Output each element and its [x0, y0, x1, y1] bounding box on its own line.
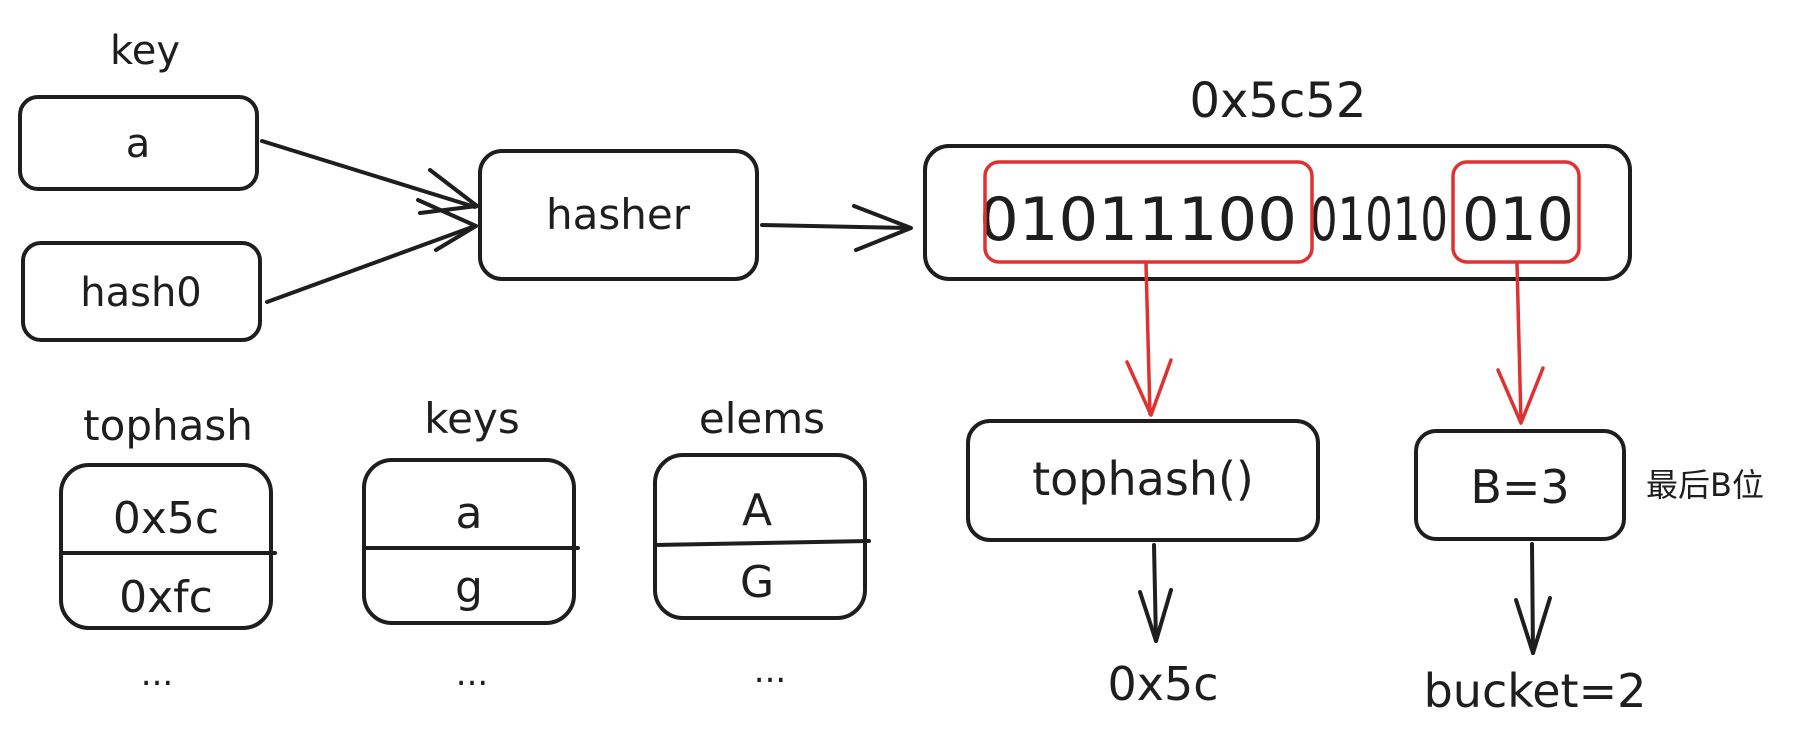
- keys-row-2: g: [455, 562, 483, 613]
- tophash-row-2: 0xfc: [119, 572, 213, 623]
- elems-column-box: [653, 453, 867, 620]
- hash-value-label: 0x5c52: [1190, 73, 1367, 129]
- elems-row-divider: [653, 539, 871, 547]
- low-bits-to-bucket-select-arrow: [1496, 262, 1545, 425]
- bucket-select-box: [1414, 429, 1626, 541]
- tophash-more: ...: [141, 654, 173, 694]
- seed-box: [21, 241, 262, 342]
- high-bits-highlight: [983, 160, 1314, 264]
- key-box: [18, 95, 259, 191]
- hasher-box: [478, 149, 759, 281]
- keys-column-title: keys: [424, 394, 519, 443]
- hash-bits-low: 010: [1462, 185, 1574, 255]
- low-bits-highlight: [1451, 160, 1581, 264]
- tophash-result: 0x5c: [1107, 657, 1218, 711]
- bucket-select-note: 最后B位: [1646, 466, 1764, 504]
- elems-row-1: A: [742, 485, 772, 536]
- high-bits-to-tophash-arrow: [1125, 262, 1173, 417]
- tophash-func-label: tophash(): [1032, 452, 1254, 506]
- key-value: a: [126, 121, 151, 167]
- tophash-result-arrow: [1138, 543, 1173, 643]
- elems-row-2: G: [740, 557, 774, 608]
- tophash-column-title: tophash: [83, 401, 253, 450]
- elems-column-title: elems: [699, 394, 825, 443]
- hash-bits-high: 01011100: [979, 185, 1297, 255]
- hash-bits-mid: 01010: [1310, 185, 1448, 255]
- bucket-result: bucket=2: [1424, 664, 1647, 718]
- seed-value: hash0: [80, 270, 202, 316]
- tophash-func-box: [966, 419, 1320, 542]
- bucket-select-label: B=3: [1470, 460, 1569, 514]
- key-to-hasher-arrow: [260, 139, 479, 215]
- elems-more: ...: [754, 651, 786, 691]
- bucket-result-arrow: [1514, 542, 1552, 655]
- tophash-row-1: 0x5c: [113, 493, 219, 544]
- key-title: key: [110, 28, 180, 74]
- keys-row-1: a: [456, 488, 483, 539]
- keys-more: ...: [456, 654, 488, 694]
- hasher-label: hasher: [546, 190, 691, 239]
- keys-column-box: [362, 458, 576, 625]
- hasher-to-hash-arrow: [760, 204, 913, 252]
- tophash-column-box: [59, 463, 273, 630]
- seed-to-hasher-arrow: [265, 198, 478, 304]
